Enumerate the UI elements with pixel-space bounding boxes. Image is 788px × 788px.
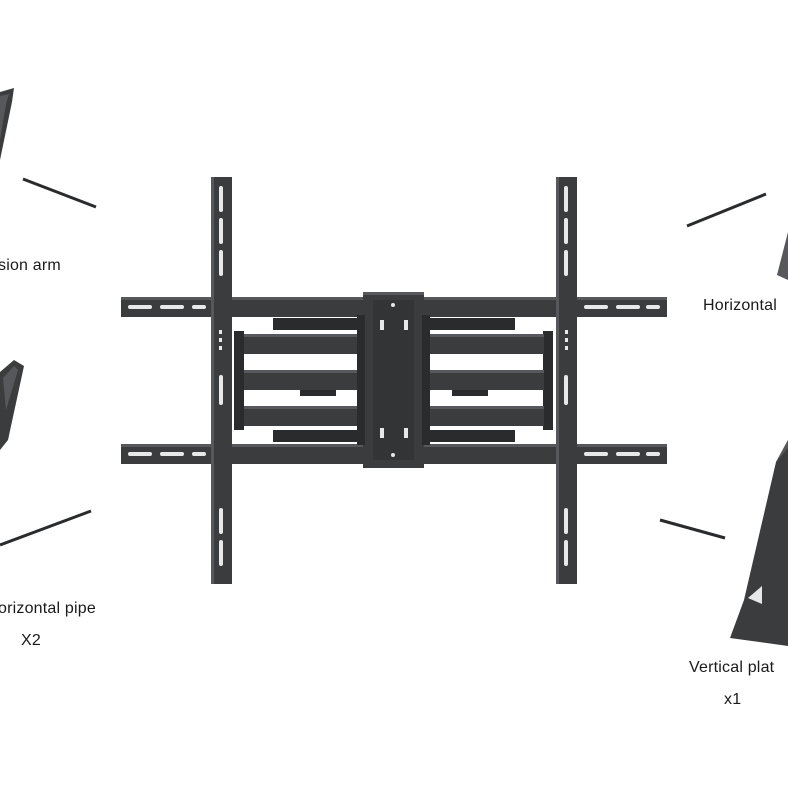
pointer-line-horizontal-plate xyxy=(686,192,767,228)
label-horizontal-plate: Horizontal xyxy=(703,297,778,314)
label-vertical-plate: Vertical plat xyxy=(689,659,775,676)
pointer-line-horizontal-pipe xyxy=(0,509,92,547)
horizontal-pipe-part xyxy=(0,360,24,450)
pointer-line-vertical-plate xyxy=(659,518,726,540)
label-horizontal-pipe-quantity: X2 xyxy=(21,632,41,649)
horizontal-plate-part xyxy=(777,232,788,280)
vertical-plate-part xyxy=(730,440,788,646)
pointer-line-extension-arm xyxy=(22,177,97,209)
tv-wall-mount xyxy=(121,177,667,584)
label-vertical-plate-quantity: x1 xyxy=(724,691,742,708)
label-extension-arm: sion arm xyxy=(0,257,61,274)
extension-arm-part xyxy=(0,88,14,160)
label-horizontal-pipe: orizontal pipe xyxy=(0,600,96,617)
